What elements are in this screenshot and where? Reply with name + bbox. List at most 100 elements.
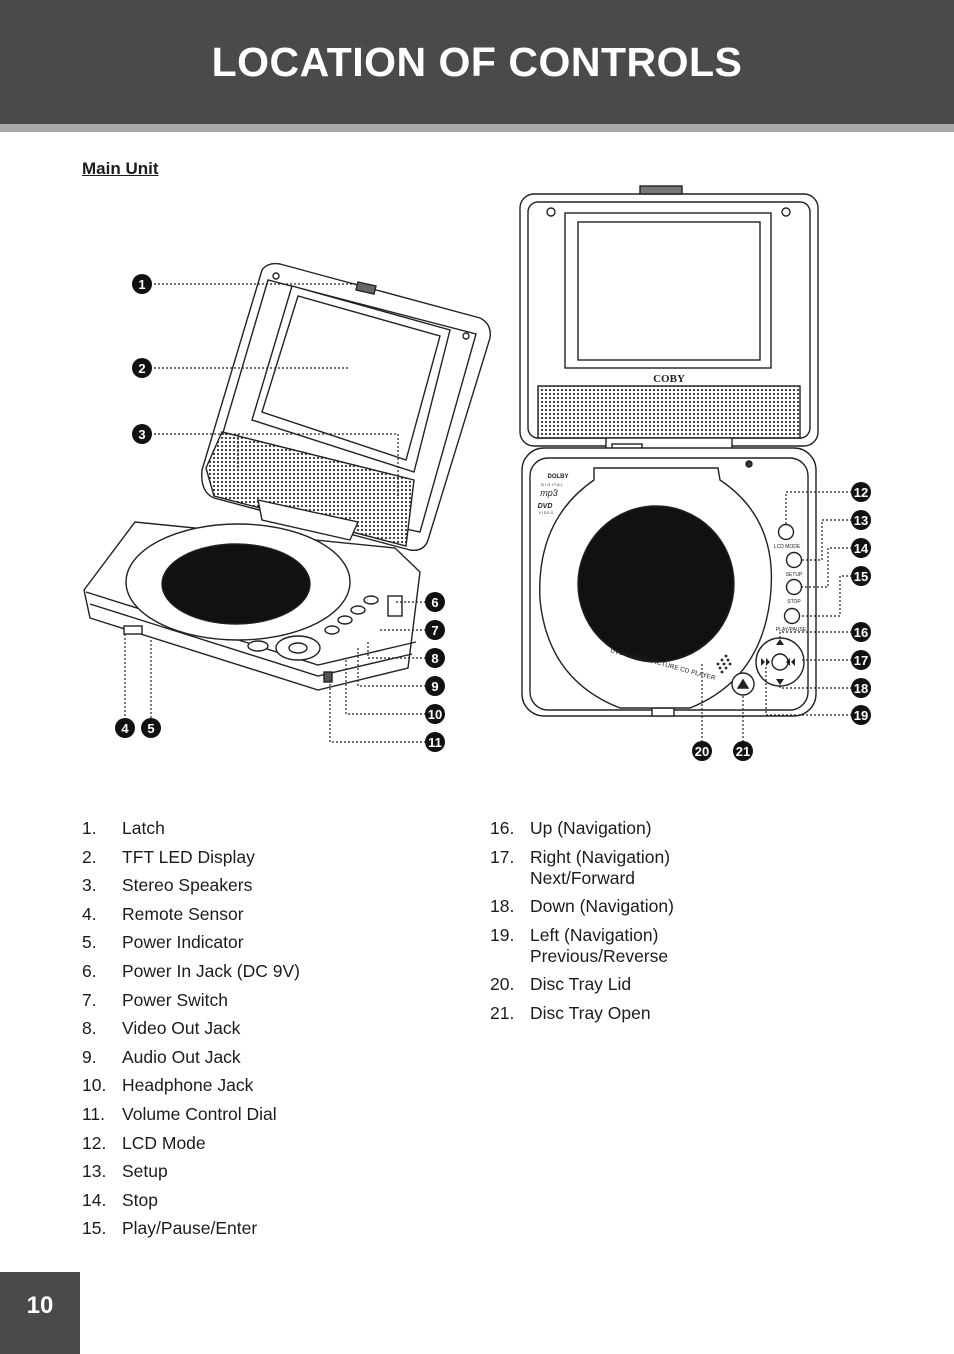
lcd-mode-label: LCD MODE	[774, 544, 801, 550]
list-item: 14. Stop	[82, 1190, 462, 1211]
callout-18: 18	[851, 678, 871, 698]
callout-5: 5	[141, 718, 161, 738]
callout-5-text: 5	[147, 721, 154, 736]
item-number: 7.	[82, 989, 97, 1010]
callout-10: 10	[425, 704, 445, 724]
item-number: 11.	[82, 1103, 106, 1124]
item-label: Power Switch	[122, 989, 229, 1010]
item-number: 10.	[82, 1075, 107, 1096]
list-item: 8. Video Out Jack	[82, 1018, 462, 1039]
item-number: 15.	[82, 1218, 107, 1239]
list-item: 1. Latch	[82, 818, 462, 839]
callout-11: 11	[425, 732, 445, 752]
list-item: 15. Play/Pause/Enter	[82, 1218, 462, 1239]
callout-15: 15	[851, 566, 871, 586]
item-number: 6.	[82, 960, 97, 981]
item-label: Video Out Jack	[122, 1018, 241, 1039]
callout-12-text: 12	[854, 485, 868, 500]
callout-7: 7	[425, 620, 445, 640]
callout-15-text: 15	[854, 569, 868, 584]
header-strip	[0, 124, 954, 132]
setup-label: SETUP	[786, 572, 803, 578]
section-title: Main Unit	[82, 159, 159, 178]
item-label: Down (Navigation)	[530, 896, 674, 917]
item-label: Play/Pause/Enter	[122, 1218, 258, 1239]
callout-20-text: 20	[695, 744, 709, 759]
callout-21: 21	[733, 741, 753, 761]
callout-13-text: 13	[854, 513, 868, 528]
callout-20: 20	[692, 741, 712, 761]
list-item: 3.Stereo Speakers	[82, 875, 462, 896]
item-number: 17.	[490, 846, 515, 867]
controls-list-right: 16. Up (Navigation) 17. Right (Navigation)…	[490, 818, 870, 1032]
page-number: 10	[26, 1292, 54, 1319]
callout-2: 2	[132, 358, 152, 378]
item-number: 19.	[490, 924, 515, 945]
item-number: 14.	[82, 1189, 107, 1210]
item-label: Disc Tray Lid	[530, 974, 632, 995]
callout-11-text: 11	[428, 735, 442, 750]
list-item: 9.Audio Out Jack	[82, 1047, 462, 1068]
callout-14-text: 14	[854, 541, 869, 556]
item-number: 3.	[82, 875, 97, 896]
dolby-digital-text: D I G I T A L	[541, 482, 563, 487]
left-device	[83, 262, 491, 691]
item-number: 9.	[82, 1046, 97, 1067]
item-number: 1.	[82, 818, 97, 838]
item-number: 21.	[490, 1002, 515, 1023]
dvd-video-text: V I D E O	[539, 511, 554, 515]
stop-label: STOP	[787, 599, 801, 605]
item-label: Headphone Jack	[122, 1075, 254, 1096]
item-label: Stop	[122, 1189, 158, 1210]
callout-17: 17	[851, 650, 871, 670]
item-label: LCD Mode	[122, 1132, 206, 1153]
callout-4-text: 4	[121, 721, 129, 736]
item-number: 18.	[490, 896, 515, 917]
callout-16-text: 16	[854, 625, 868, 640]
item-number: 2.	[82, 846, 97, 867]
item-label: Latch	[122, 818, 165, 838]
callout-6: 6	[425, 592, 445, 612]
item-label: Power In Jack (DC 9V)	[122, 960, 300, 981]
item-number: 8.	[82, 1018, 97, 1039]
callout-10-text: 10	[428, 707, 442, 722]
callout-9: 9	[425, 676, 445, 696]
callout-13: 13	[851, 510, 871, 530]
list-item: 4.Remote Sensor	[82, 904, 462, 925]
callout-8: 8	[425, 648, 445, 668]
callout-1: 1	[132, 274, 152, 294]
list-item: 13.Setup	[82, 1161, 462, 1182]
callout-18-text: 18	[854, 681, 868, 696]
callout-19: 19	[851, 705, 871, 725]
list-item: 2.TFT LED Display	[82, 847, 462, 868]
callout-3-text: 3	[138, 427, 145, 442]
callout-2-text: 2	[138, 361, 145, 376]
callout-12: 12	[851, 482, 871, 502]
right-disc-window	[577, 505, 735, 663]
list-item: 6. Power In Jack (DC 9V)	[82, 961, 462, 982]
item-label: Right (Navigation) Next/Forward	[530, 846, 671, 888]
dolby-logo: DOLBY	[548, 474, 569, 480]
item-number: 5.	[82, 932, 97, 953]
list-item: 19. Left (Navigation) Previous/Reverse	[490, 925, 870, 967]
leader-lines	[124, 283, 852, 743]
item-label: Disc Tray Open	[530, 1002, 651, 1023]
callout-1-text: 1	[138, 277, 145, 292]
header-bar	[0, 0, 954, 124]
list-item: 12.LCD Mode	[82, 1133, 462, 1154]
list-item: 21. Disc Tray Open	[490, 1003, 870, 1024]
callout-3: 3	[132, 424, 152, 444]
item-label: Up (Navigation)	[530, 818, 652, 838]
callout-14: 14	[851, 538, 871, 558]
item-label: Remote Sensor	[122, 903, 244, 924]
list-item: 7. Power Switch	[82, 990, 462, 1011]
nav-pad-arrows	[761, 639, 795, 685]
right-device	[519, 185, 819, 717]
callout-19-text: 19	[854, 708, 868, 723]
callout-4: 4	[115, 718, 135, 738]
callout-9-text: 9	[431, 679, 438, 694]
item-label: Left (Navigation) Previous/Reverse	[530, 924, 669, 966]
item-number: 16.	[490, 818, 515, 838]
callout-17-text: 17	[854, 653, 868, 668]
item-number: 13.	[82, 1161, 107, 1182]
